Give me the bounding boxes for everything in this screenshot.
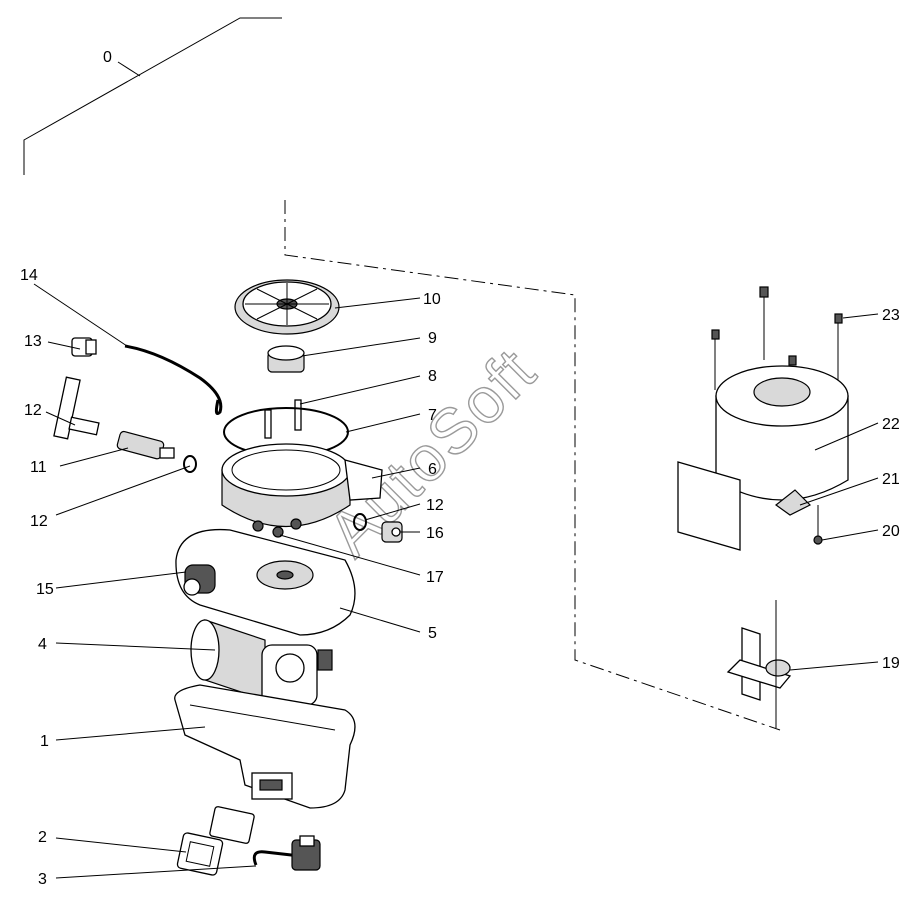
part-16-filler <box>183 564 216 596</box>
callout-14: 13 <box>24 333 42 350</box>
callout-15: 14 <box>20 267 38 284</box>
callout-22: 22 <box>882 416 900 433</box>
part-3-connector <box>252 835 321 871</box>
callout-6: 6 <box>428 461 437 478</box>
part-19-bracket <box>726 600 792 728</box>
part-8-screws <box>264 399 302 439</box>
callout-12-left: 12 <box>30 513 48 530</box>
part-2-gasket <box>176 806 255 876</box>
part-13-tee-fitting <box>53 376 100 440</box>
part-18-port <box>272 526 284 538</box>
callout-0: 0 <box>103 49 112 66</box>
callout-3: 3 <box>38 871 47 888</box>
callout-18: 17 <box>426 569 444 586</box>
part-17-plug <box>381 521 403 543</box>
callout-2: 2 <box>38 829 47 846</box>
callout-5: 5 <box>428 625 437 642</box>
callout-8: 8 <box>428 368 437 385</box>
callout-7: 7 <box>428 407 437 424</box>
callout-16: 15 <box>36 581 54 598</box>
part-4-motor <box>190 619 333 706</box>
part-20-nut <box>813 505 823 545</box>
part-21-shield <box>677 461 812 551</box>
part-9-cap <box>267 345 305 373</box>
callout-labels: 0 14 13 12 11 12 15 4 1 2 3 10 9 8 7 6 1… <box>20 49 900 888</box>
callout-23: 23 <box>882 307 900 324</box>
part-11-valve <box>116 430 175 460</box>
leader-lines <box>33 283 879 879</box>
callout-17: 16 <box>426 525 444 542</box>
part-15-pipe <box>124 344 223 415</box>
callout-19: 19 <box>882 655 900 672</box>
callout-10: 10 <box>423 291 441 308</box>
part-10-grid-cover <box>234 279 340 335</box>
callout-13: 12 <box>24 402 42 419</box>
callout-21: 21 <box>882 471 900 488</box>
part-6-pump-housing <box>221 443 383 532</box>
callout-20: 20 <box>882 523 900 540</box>
part-12-seal-ring <box>183 455 367 531</box>
part-5-reservoir <box>175 528 356 636</box>
callout-9: 9 <box>428 330 437 347</box>
part-1-base <box>174 684 356 809</box>
callout-12-right: 12 <box>426 497 444 514</box>
phantom-boundary-line <box>284 200 781 731</box>
part-23-screws <box>711 286 843 400</box>
part-14-elbow-fitting <box>71 337 97 357</box>
callout-4: 4 <box>38 636 47 653</box>
callout-1: 1 <box>40 733 49 750</box>
assembly-bracket <box>23 17 282 175</box>
callout-11: 11 <box>30 459 47 476</box>
